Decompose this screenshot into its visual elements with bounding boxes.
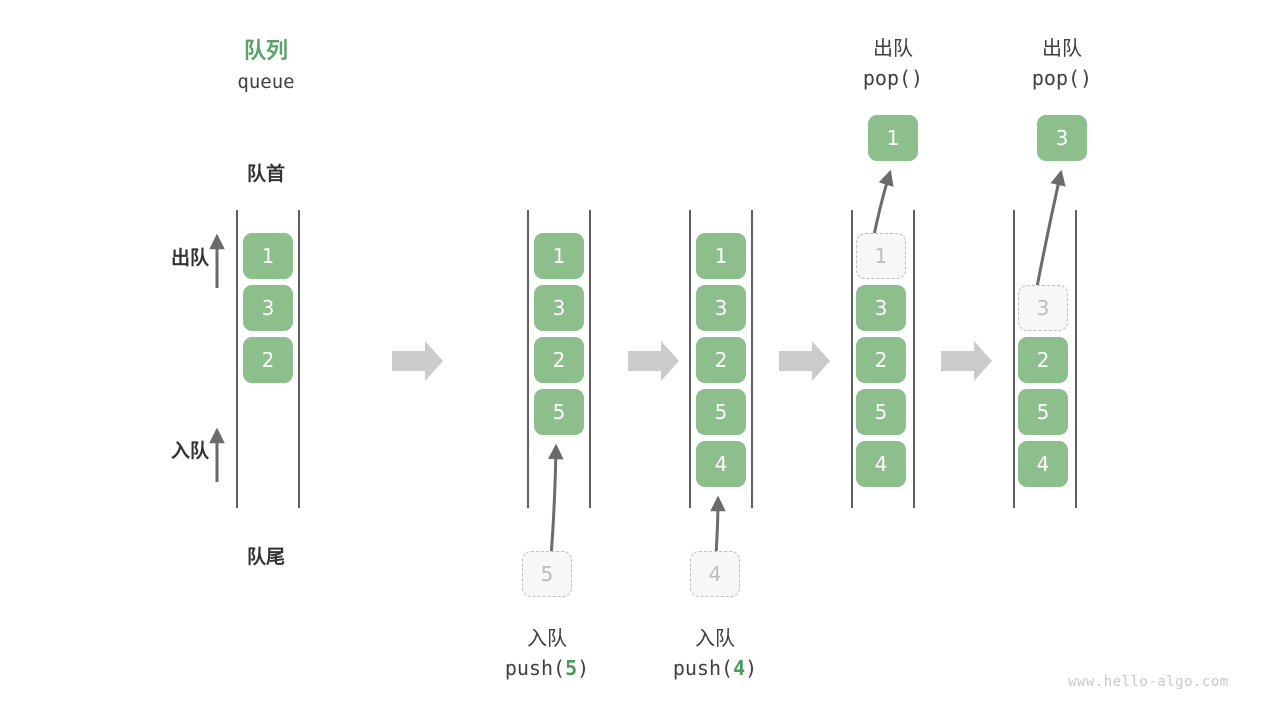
queue-rail-left-4 bbox=[851, 210, 853, 508]
push-5-code-suffix: ) bbox=[577, 656, 590, 680]
pop-1-arrow bbox=[871, 169, 894, 241]
push-5-code-value: 5 bbox=[565, 656, 578, 680]
queue-cell: 2 bbox=[696, 337, 746, 383]
rear-label: 队尾 bbox=[246, 546, 285, 568]
incoming-ghost-cell: 4 bbox=[690, 551, 740, 597]
queue-rail-left-2 bbox=[527, 210, 529, 508]
queue-rail-right-5 bbox=[1075, 210, 1077, 508]
queue-cell: 1 bbox=[534, 233, 584, 279]
popped-cell: 3 bbox=[1037, 115, 1087, 161]
queue-cell: 5 bbox=[696, 389, 746, 435]
step-arrow-3 bbox=[779, 341, 830, 381]
popped-cell: 1 bbox=[868, 115, 918, 161]
queue-rail-right-1 bbox=[298, 210, 300, 508]
queue-cell: 3 bbox=[696, 285, 746, 331]
pop-3-label-code: pop() bbox=[1031, 66, 1093, 90]
front-label: 队首 bbox=[246, 163, 285, 185]
queue-cell: 4 bbox=[696, 441, 746, 487]
removed-ghost-cell: 3 bbox=[1018, 285, 1068, 331]
incoming-ghost-cell: 5 bbox=[522, 551, 572, 597]
queue-cell: 5 bbox=[534, 389, 584, 435]
queue-rail-left-5 bbox=[1013, 210, 1015, 508]
queue-cell: 1 bbox=[696, 233, 746, 279]
dequeue-label: 出队 bbox=[170, 247, 209, 269]
push-5-label-code: push(5) bbox=[487, 656, 607, 680]
queue-rail-left-3 bbox=[689, 210, 691, 508]
queue-cell: 2 bbox=[1018, 337, 1068, 383]
push-4-code-prefix: push( bbox=[672, 656, 734, 680]
queue-cell: 2 bbox=[243, 337, 293, 383]
push-4-label-code: push(4) bbox=[655, 656, 775, 680]
push-5-arrow bbox=[547, 443, 564, 557]
pop-1-label-cn: 出队 bbox=[873, 36, 913, 60]
step-arrow-4 bbox=[941, 341, 992, 381]
queue-rail-right-2 bbox=[589, 210, 591, 508]
push-5-label-cn: 入队 bbox=[527, 626, 567, 650]
pop-3-label-cn: 出队 bbox=[1042, 36, 1082, 60]
queue-cell: 4 bbox=[856, 441, 906, 487]
pop-3-arrow bbox=[1034, 169, 1066, 293]
queue-cell: 3 bbox=[243, 285, 293, 331]
push-4-label-cn: 入队 bbox=[695, 626, 735, 650]
push-4-code-value: 4 bbox=[733, 656, 746, 680]
queue-cell: 2 bbox=[534, 337, 584, 383]
queue-cell: 3 bbox=[534, 285, 584, 331]
queue-title-cn: 队列 bbox=[243, 39, 288, 64]
pop-1-label-code: pop() bbox=[862, 66, 924, 90]
queue-cell: 1 bbox=[243, 233, 293, 279]
removed-ghost-cell: 1 bbox=[856, 233, 906, 279]
push-4-arrow bbox=[710, 495, 726, 557]
queue-rail-right-4 bbox=[913, 210, 915, 508]
enqueue-label: 入队 bbox=[170, 440, 209, 462]
queue-rail-right-3 bbox=[751, 210, 753, 508]
push-5-code-prefix: push( bbox=[504, 656, 566, 680]
queue-cell: 4 bbox=[1018, 441, 1068, 487]
step-arrow-2 bbox=[628, 341, 679, 381]
queue-cell: 3 bbox=[856, 285, 906, 331]
step-arrow-1 bbox=[392, 341, 443, 381]
push-4-code-suffix: ) bbox=[745, 656, 758, 680]
queue-cell: 5 bbox=[1018, 389, 1068, 435]
queue-title-en: queue bbox=[237, 71, 295, 93]
watermark: www.hello-algo.com bbox=[1068, 674, 1229, 690]
queue-cell: 2 bbox=[856, 337, 906, 383]
queue-cell: 5 bbox=[856, 389, 906, 435]
queue-rail-left-1 bbox=[236, 210, 238, 508]
